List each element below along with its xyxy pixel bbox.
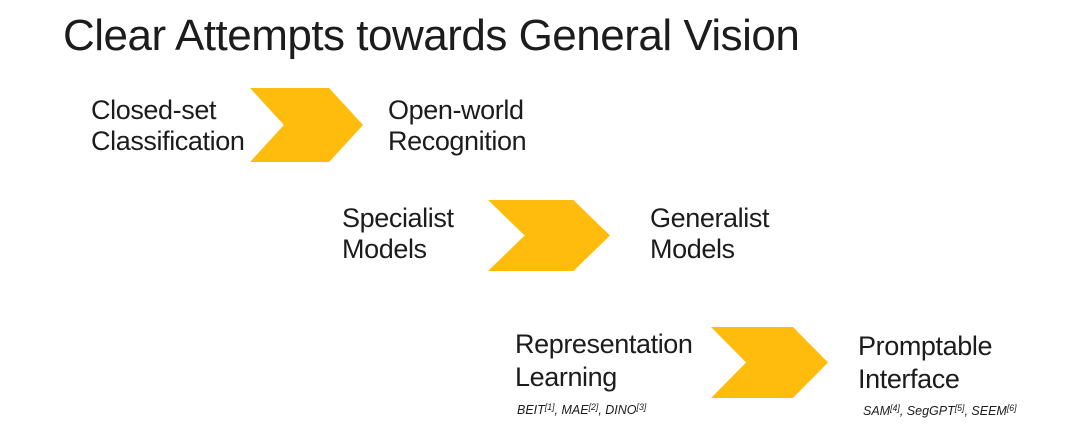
chevron-right-icon: [250, 88, 363, 162]
stage-label-line: Representation: [515, 329, 693, 359]
footnote-promptable-interface-refs: SAM[4], SegGPT[5], SEEM[6]: [863, 403, 1017, 418]
chevron-right-icon: [711, 327, 828, 398]
stage-label-representation-learning: Representation Learning: [515, 328, 693, 394]
stage-label-line: Open-world: [388, 95, 524, 125]
stage-label-line: Models: [650, 234, 735, 264]
stage-label-line: Specialist: [342, 203, 454, 233]
stage-label-line: Closed-set: [91, 95, 217, 125]
stage-label-generalist-models: Generalist Models: [650, 203, 769, 265]
stage-label-line: Models: [342, 234, 427, 264]
stage-label-specialist-models: Specialist Models: [342, 203, 454, 265]
chevron-right-icon: [488, 200, 610, 271]
stage-label-promptable-interface: Promptable Interface: [858, 330, 992, 396]
stage-label-open-world-recognition: Open-world Recognition: [388, 95, 527, 157]
stage-label-line: Interface: [858, 364, 960, 394]
stage-label-line: Recognition: [388, 126, 527, 156]
stage-label-line: Classification: [91, 126, 245, 156]
stage-label-line: Promptable: [858, 331, 993, 361]
stage-label-line: Learning: [515, 362, 617, 392]
stage-label-closed-set-classification: Closed-set Classification: [91, 95, 245, 157]
slide-title: Clear Attempts towards General Vision: [63, 11, 800, 60]
stage-label-line: Generalist: [650, 203, 770, 233]
footnote-representation-learning-refs: BEIT[1], MAE[2], DINO[3]: [517, 402, 647, 417]
